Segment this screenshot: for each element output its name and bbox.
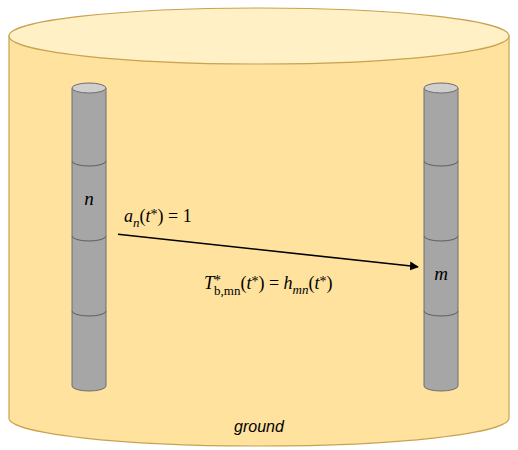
equation-label: an(t*) = 1 — [124, 205, 192, 229]
equation-part: ) = — [258, 272, 283, 294]
equation-part: a — [124, 205, 133, 227]
rod-cap — [424, 83, 458, 93]
equation-part: * — [251, 271, 258, 293]
segment-joint — [72, 161, 106, 166]
equation-part: ( — [140, 205, 146, 227]
rod-body — [424, 88, 458, 391]
equation-part: t — [314, 272, 319, 294]
rod — [72, 83, 106, 391]
rod-segment: n — [72, 163, 106, 235]
segment-label: n — [84, 188, 94, 210]
segment-joint — [424, 161, 458, 166]
equation-part: ) — [326, 272, 332, 294]
equation-part: t — [246, 272, 251, 294]
rod-cap — [72, 83, 106, 93]
region-label: ground — [9, 418, 509, 436]
equation-part: ) = 1 — [158, 205, 192, 227]
rod — [424, 83, 458, 391]
segment-joint — [424, 236, 458, 241]
segment-joint — [72, 311, 106, 316]
rod-body — [72, 88, 106, 391]
segment-label: m — [434, 263, 448, 285]
equation-part: T — [204, 272, 214, 294]
segment-joint — [72, 236, 106, 241]
equation-part: n — [133, 212, 140, 234]
cylinder-body — [9, 36, 509, 446]
ground-cylinder: ground n m — [9, 8, 509, 446]
equation-part: t — [146, 205, 151, 227]
cylinder-top — [9, 8, 509, 64]
segment-joint — [424, 311, 458, 316]
equation-part: ( — [308, 272, 314, 294]
equation-part: b,mn — [214, 280, 240, 302]
equation-part: * — [151, 204, 158, 226]
equation-part: mn — [293, 279, 309, 301]
ground-cylinder — [9, 8, 509, 446]
rod-segment: m — [424, 238, 458, 310]
equation-label: T*b,mn(t*) = hmn(t*) — [204, 272, 332, 296]
equation-part: * — [319, 271, 326, 293]
equation-part: ( — [240, 272, 246, 294]
arrow-connector — [118, 234, 418, 267]
equation-part: h — [284, 272, 293, 294]
